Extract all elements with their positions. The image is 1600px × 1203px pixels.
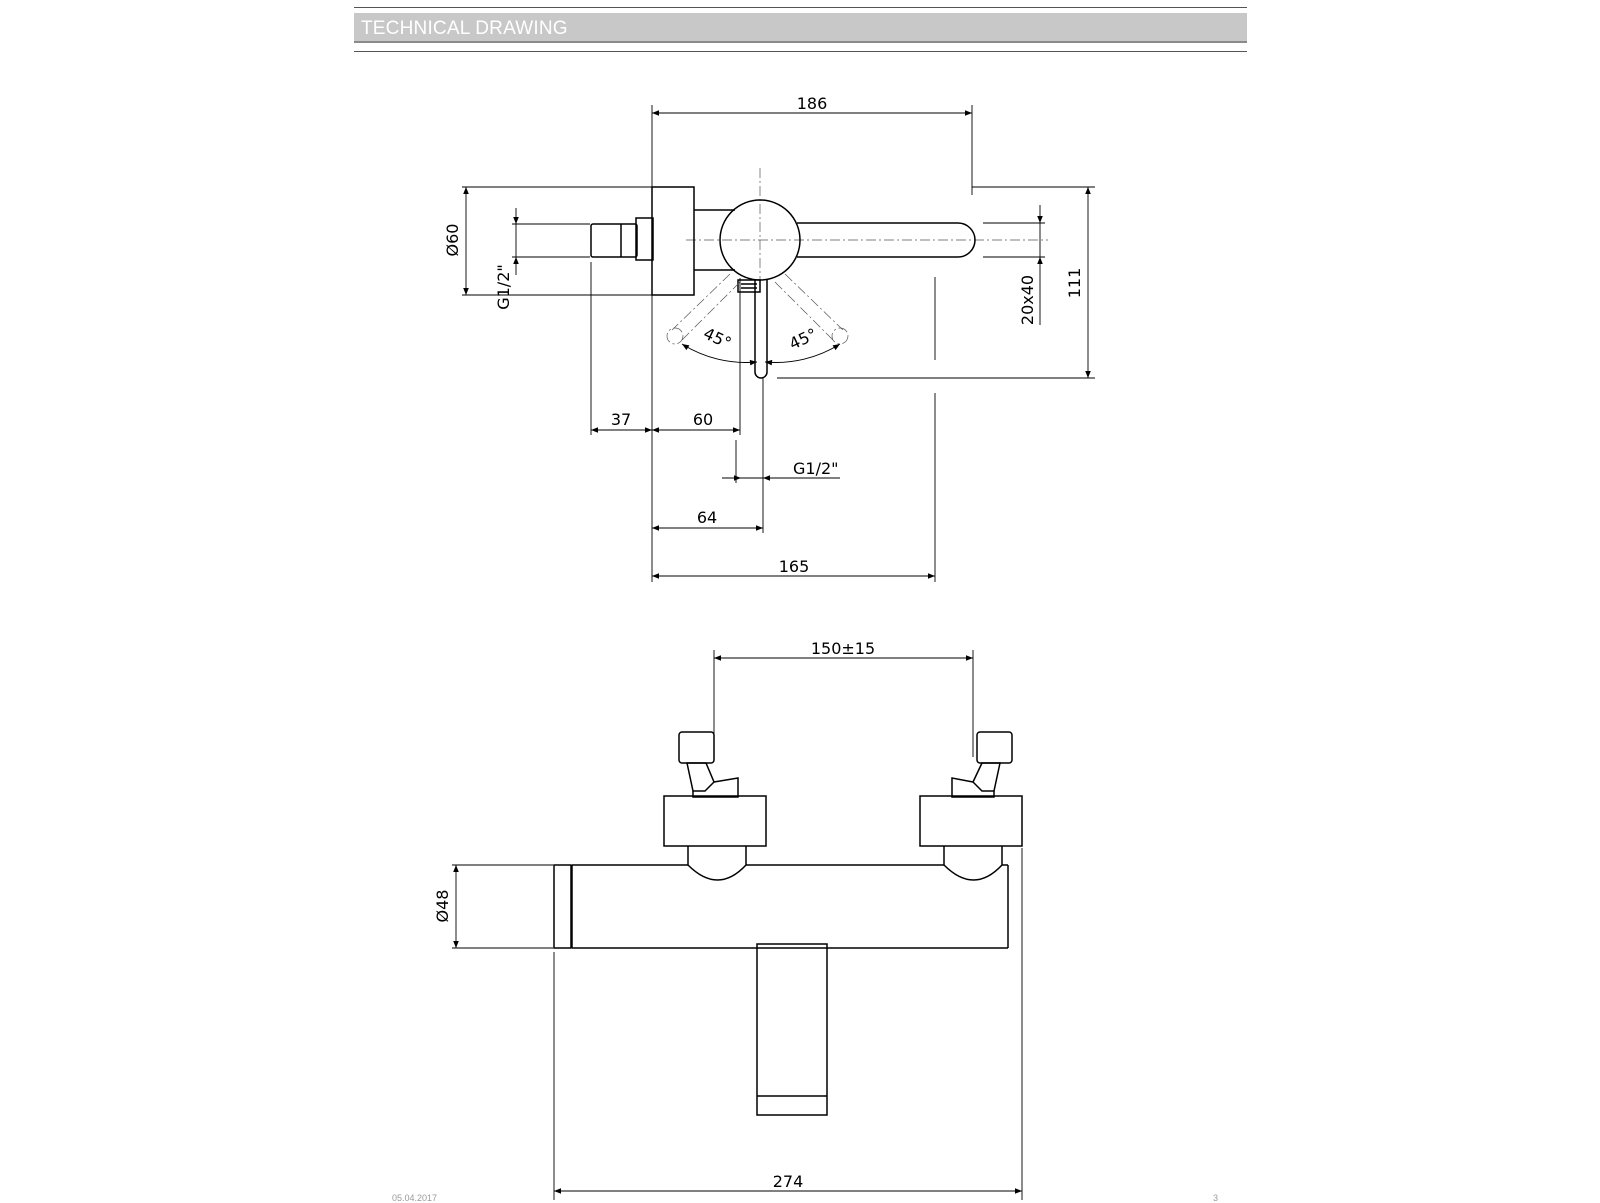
dim-20x40-label: 20x40 (1018, 275, 1037, 325)
angle-arc-right (764, 343, 841, 366)
page-title: TECHNICAL DRAWING (361, 18, 568, 39)
left-inlet-body (686, 762, 715, 792)
dim-g12-left-label: G1/2" (494, 264, 513, 310)
right-eccentric (943, 846, 1003, 881)
swing-left-end (666, 327, 684, 345)
body-end-cap (553, 864, 572, 949)
outlet-pipe (754, 280, 768, 379)
dim-186-label: 186 (797, 94, 828, 113)
left-inlet-nut (692, 777, 739, 798)
left-wall-flange (663, 795, 767, 847)
handle (756, 943, 828, 1116)
swing-right-end (831, 327, 849, 345)
outlet-connector (737, 279, 761, 293)
right-inlet-cap (976, 731, 1013, 764)
swing-right-1 (784, 273, 844, 331)
front-extension-lines (452, 650, 1023, 1200)
dim-150-label: 150±15 (811, 639, 875, 658)
footer-date: 05.04.2017 (392, 1193, 438, 1203)
dim-64-label: 64 (697, 508, 717, 527)
angle-left-label: 45° (701, 324, 735, 353)
dim-111-label: 111 (1065, 268, 1084, 299)
dim-dia48-label: Ø48 (433, 890, 452, 923)
right-inlet-body (972, 762, 1001, 792)
left-eccentric (687, 846, 747, 881)
header-bottom-rule (354, 51, 1247, 52)
wall-plate (651, 186, 695, 296)
inlet-fitting (590, 223, 638, 258)
swing-left-1 (671, 273, 731, 331)
dim-274-label: 274 (773, 1172, 804, 1191)
left-inlet-cap (678, 731, 715, 764)
header-bar: TECHNICAL DRAWING (354, 13, 1247, 43)
dim-g12-bottom-label: G1/2" (793, 459, 839, 478)
dim-37-label: 37 (611, 410, 631, 429)
inlet-nut (635, 217, 654, 261)
dim-dia60-label: Ø60 (443, 224, 462, 257)
front-view: 150±15 Ø48 274 (433, 639, 1023, 1200)
dim-165-label: 165 (779, 557, 810, 576)
lever (797, 222, 976, 258)
dim-60-label: 60 (693, 410, 713, 429)
lever-swing-positions (666, 273, 849, 345)
angle-right-label: 45° (786, 324, 820, 353)
extension-lines (462, 105, 1095, 582)
right-wall-flange (919, 795, 1023, 847)
side-view: 45° 45° 186 111 (443, 94, 1095, 582)
footer-page-number: 3 (1213, 1193, 1219, 1203)
swing-left-2 (681, 281, 741, 341)
right-inlet-nut (951, 777, 995, 798)
header-top-rule (354, 7, 1247, 8)
angle-arc-left (681, 343, 758, 366)
swing-right-2 (774, 281, 834, 341)
